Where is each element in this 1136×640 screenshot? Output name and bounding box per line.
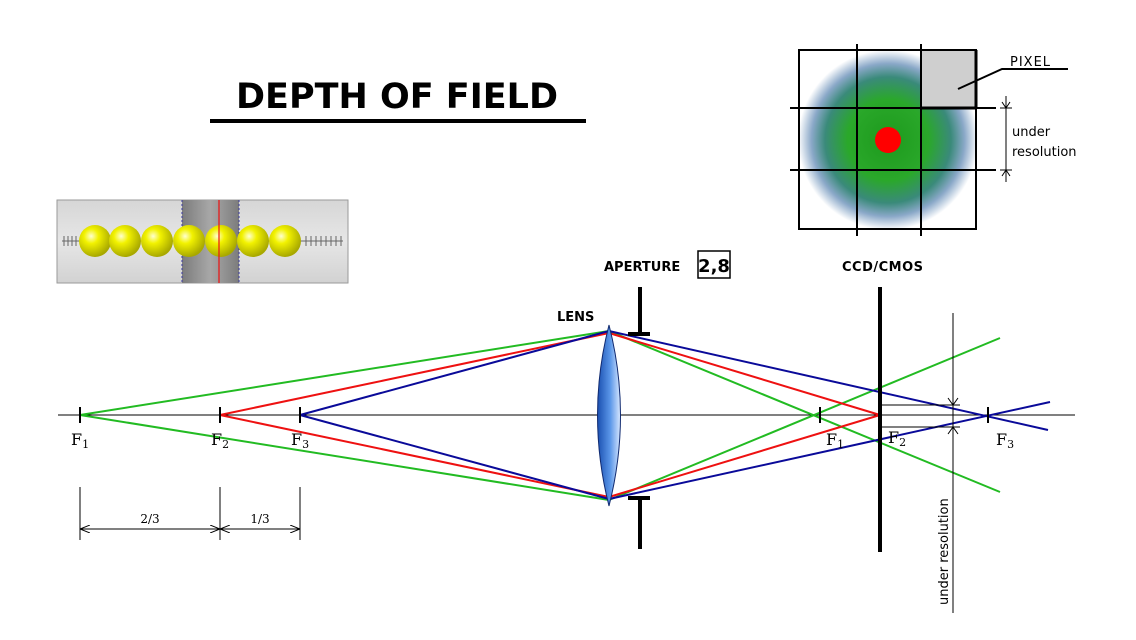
pixel-resolution-label-line2: resolution bbox=[1012, 145, 1077, 160]
pixel-cell bbox=[921, 50, 976, 108]
image-point-label-f3: F3 bbox=[996, 430, 1014, 451]
pixel-label: PIXEL bbox=[1010, 55, 1051, 70]
object-point-ticks bbox=[79, 407, 301, 423]
image-point-ticks bbox=[819, 407, 989, 423]
blur-resolution-label: under resolution bbox=[937, 498, 952, 605]
pixel-grid-diagram bbox=[790, 44, 1068, 236]
distance-label-one-third: 1/3 bbox=[250, 512, 269, 526]
pixel-leader-line bbox=[957, 68, 1068, 90]
aperture-label: APERTURE bbox=[604, 260, 680, 275]
object-point-label-f1: F1 bbox=[71, 430, 89, 451]
focus-point bbox=[875, 127, 901, 153]
object-point-label-f3: F3 bbox=[291, 430, 309, 451]
page-title: DEPTH OF FIELD bbox=[236, 77, 558, 117]
lens bbox=[597, 324, 621, 507]
aperture-value: 2,8 bbox=[698, 256, 730, 277]
image-point-label-f1: F1 bbox=[826, 430, 844, 451]
image-point-label-f2: F2 bbox=[888, 428, 906, 449]
object-point-label-f2: F2 bbox=[211, 430, 229, 451]
lens-label: LENS bbox=[557, 310, 594, 325]
focus-strip-image bbox=[56, 199, 349, 284]
pixel-dimension-marker bbox=[1000, 96, 1012, 182]
blur-dimension-marker bbox=[880, 313, 960, 613]
sensor-label: CCD/CMOS bbox=[842, 260, 924, 275]
rays-f2 bbox=[219, 332, 881, 498]
aperture-stop bbox=[628, 287, 650, 549]
rays-f3 bbox=[299, 330, 1051, 500]
rays-f1 bbox=[79, 330, 1001, 501]
sphere-row bbox=[79, 225, 301, 257]
distance-dimension bbox=[79, 487, 301, 540]
pixel-resolution-label-line1: under bbox=[1012, 125, 1051, 140]
aperture-value-box bbox=[697, 250, 731, 279]
distance-label-two-thirds: 2/3 bbox=[140, 512, 159, 526]
